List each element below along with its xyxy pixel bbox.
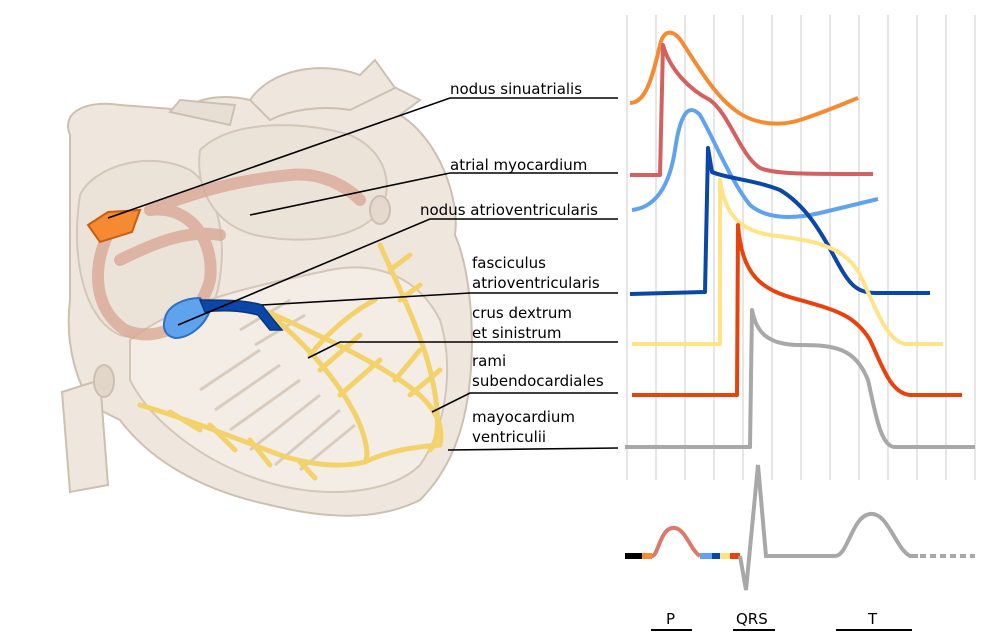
leader-av-node [177,218,618,326]
ventricular-action-potential [625,308,975,449]
ecg-label-t: T [867,610,878,628]
label-atrial-myocardium: atrial myocardium [450,156,587,174]
label-nodus-sinuatrialis: nodus sinuatrialis [450,80,582,98]
purkinje-action-potential [632,223,962,397]
label-nodus-atrioventricularis: nodus atrioventricularis [420,201,598,219]
ecg-label-p: P [666,610,675,628]
pulmonary-vessel [168,98,237,127]
av-node-action-potential [631,108,879,219]
leader-rami [431,392,618,413]
label-mayo-line2: ventriculii [472,428,546,446]
heart-illustration [60,58,473,517]
label-rami-line2: subendocardiales [472,372,604,390]
aorta-vessel [248,58,397,122]
leader-mayo [447,447,619,451]
vena-cava-opening [93,364,115,398]
action-potential-grid [626,15,976,480]
leader-fasciculus [261,292,618,306]
label-crus-line1: crus dextrum [472,304,572,322]
ecg-label-qrs: QRS [736,610,768,628]
ecg-trace [625,464,975,591]
label-crus-line2: et sinistrum [472,324,562,342]
his-bundle-action-potential [629,146,930,296]
sa-node-action-potential [629,30,859,126]
label-fasciculus-line1: fasciculus [472,254,546,272]
atrial-action-potential [630,43,874,177]
leader-crus [307,341,618,359]
ecg-wave-labels: P QRS T [651,610,912,631]
av-node-shape [162,296,212,340]
ecg-p-wave [651,526,702,558]
bundle-branch-action-potential [632,178,943,346]
tricuspid-valve [369,195,391,225]
leader-sa-node [107,97,618,219]
label-mayo-line1: mayocardium [472,408,575,426]
leader-lines [107,97,619,451]
label-rami-line1: rami [472,352,506,370]
leader-atrial [249,172,618,216]
conduction-fibers [137,242,444,481]
sa-node-shape [86,208,142,244]
vena-cava [60,378,110,494]
label-fasciculus-line2: atrioventricularis [472,274,600,292]
structure-labels: nodus sinuatrialis atrial myocardium nod… [420,80,604,446]
action-potential-curves [625,30,975,449]
ecg-qrs-complex [738,464,918,591]
